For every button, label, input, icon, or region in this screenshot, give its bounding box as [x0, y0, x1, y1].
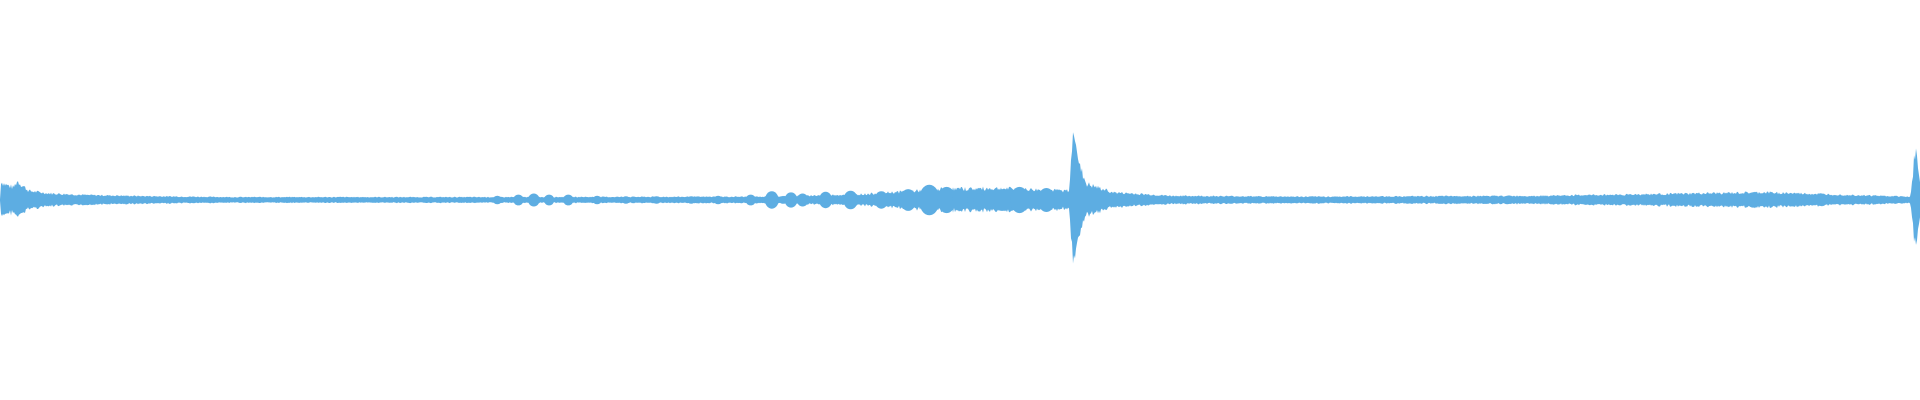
waveform-pulse — [1010, 186, 1029, 214]
waveform-pulse — [874, 191, 889, 209]
waveform-pulse — [1403, 196, 1412, 204]
waveform-pulse — [1768, 194, 1780, 206]
waveform-pulse — [1836, 195, 1847, 205]
waveform-pulse — [1580, 195, 1591, 205]
waveform-pulse — [528, 193, 540, 207]
waveform-pulse — [492, 195, 502, 205]
waveform-pulse — [1746, 192, 1760, 208]
waveform-pulse — [952, 190, 968, 210]
waveform-pulse — [1863, 196, 1873, 204]
waveform-pulse — [1709, 194, 1720, 206]
waveform-pulse — [919, 184, 940, 216]
waveform-pulse — [686, 196, 696, 204]
waveform-pulse — [1454, 196, 1464, 204]
waveform-pulse — [1502, 195, 1512, 205]
waveform-pulse — [652, 196, 661, 204]
waveform-pulse — [1037, 188, 1055, 212]
waveform-pulse — [1546, 195, 1557, 205]
waveform-pulse — [784, 192, 798, 208]
waveform-pulse — [994, 189, 1011, 211]
waveform-pulse — [745, 194, 756, 206]
waveform-pulses — [492, 184, 1902, 216]
waveform-pulse — [819, 191, 833, 209]
waveform-pulse — [563, 194, 574, 206]
waveform-pulse — [1892, 196, 1902, 204]
waveform-pulse — [713, 195, 723, 205]
waveform-pulse — [973, 193, 985, 207]
waveform-pulse — [1224, 196, 1233, 204]
waveform-pulse — [1675, 195, 1685, 205]
waveform-pulse — [1286, 196, 1295, 204]
waveform-pulse — [764, 191, 779, 209]
waveform-pulse — [796, 193, 809, 207]
waveform-pulse — [621, 196, 631, 204]
waveform-pulse — [543, 194, 555, 206]
waveform-pulse — [592, 195, 602, 205]
waveform-pulse — [937, 186, 956, 214]
waveform-pulse — [513, 194, 524, 206]
waveform-pulse — [900, 189, 917, 211]
waveform-pulse — [1811, 195, 1822, 205]
waveform-pulse — [1172, 196, 1182, 204]
waveform-pulse — [1619, 195, 1630, 205]
waveform-pulse — [1648, 195, 1659, 205]
waveform-pulse — [843, 190, 858, 210]
waveform-pulse — [1339, 196, 1349, 204]
